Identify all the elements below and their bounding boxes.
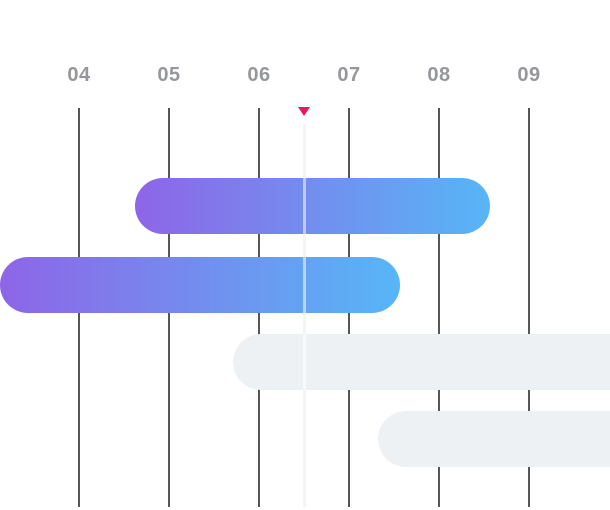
task-bar-4[interactable] bbox=[378, 411, 610, 467]
axis-tick-label: 04 bbox=[67, 64, 91, 86]
month-gridline bbox=[528, 108, 530, 507]
current-time-line-overlay bbox=[302, 124, 306, 507]
task-bar-2[interactable] bbox=[0, 257, 400, 313]
axis-tick-label: 06 bbox=[247, 64, 271, 86]
task-bar-3[interactable] bbox=[233, 334, 610, 390]
task-bar-1[interactable] bbox=[135, 178, 490, 234]
axis-tick-label: 07 bbox=[337, 64, 361, 86]
axis-tick-label: 08 bbox=[427, 64, 451, 86]
axis-tick-label: 05 bbox=[157, 64, 181, 86]
axis-tick-label: 09 bbox=[517, 64, 541, 86]
month-gridline bbox=[438, 108, 440, 507]
current-time-marker-icon bbox=[297, 107, 310, 116]
